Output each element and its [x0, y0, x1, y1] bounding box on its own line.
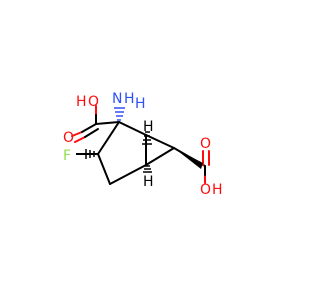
- bond-c-o-left-b-red: [74, 136, 86, 143]
- bond-c-o-left-a-black: [81, 123, 97, 133]
- bond-c1-h-hashed: [142, 131, 152, 145]
- bond-c1-c6: [145, 134, 175, 149]
- bond-c-o-left-a-red: [71, 131, 83, 137]
- bond-c3-hashed: [85, 149, 95, 159]
- bond-c5-c6: [145, 147, 175, 166]
- atom-o-right-top: O: [200, 136, 211, 152]
- bond-c-o-left-b-black: [84, 128, 99, 138]
- atom-o-mid-left: O: [63, 130, 74, 146]
- atom-h-bridgehead-bottom: H: [143, 174, 154, 190]
- atom-h-amino-2: H: [135, 96, 146, 112]
- bond-c2-c3: [97, 121, 120, 155]
- bond-c5-h-hashed: [143, 165, 152, 173]
- bond-c1-c2: [118, 121, 147, 136]
- bond-c3-c4: [97, 153, 111, 185]
- bond-c6-bold-wedge: [174, 148, 203, 169]
- atom-h-bridgehead-top: H: [143, 119, 154, 135]
- molecule-canvas: O H O N H H H F O O H H: [63, 91, 223, 198]
- atom-h-amino: H: [124, 91, 135, 107]
- atom-o-right-bottom: O: [200, 182, 211, 198]
- atom-n-amino: N: [112, 91, 122, 107]
- atom-h-right-bottom: H: [212, 182, 223, 198]
- atom-f: F: [63, 148, 71, 164]
- bond-c2-n-hashed: [114, 107, 125, 121]
- structure-diagram: O H O N H H H F O O H H: [63, 91, 223, 198]
- bond-c2-cooh: [95, 121, 120, 125]
- atom-h-top-left: H: [76, 94, 87, 110]
- atom-o-top-left: O: [88, 94, 99, 110]
- bond-c4-c5: [109, 164, 147, 185]
